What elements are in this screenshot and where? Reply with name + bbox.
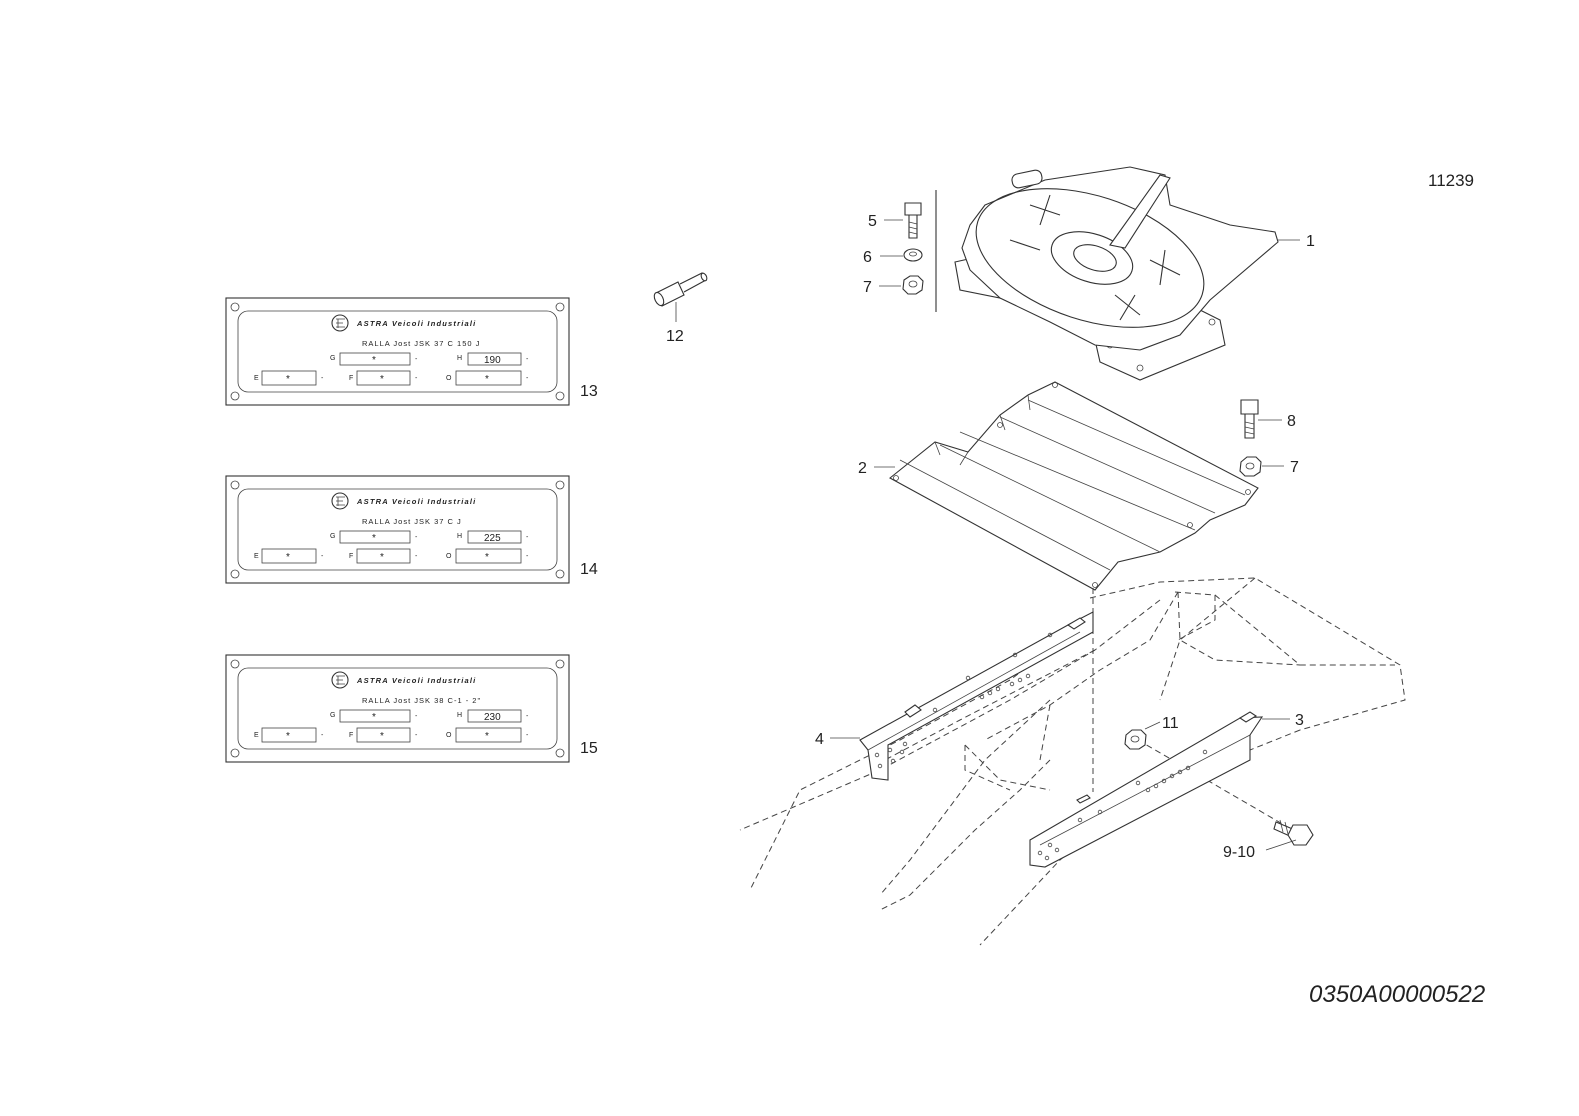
plate-g-label: G	[330, 533, 335, 540]
plate-dash: -	[526, 375, 529, 382]
plate-f-value: *	[380, 731, 384, 742]
id-plate-15: ASTRA Veicoli Industriali RALLA Jost JSK…	[225, 654, 570, 763]
plate-dash: -	[526, 534, 529, 541]
callout-7b: 7	[1290, 459, 1299, 476]
plate-dash: -	[321, 553, 324, 560]
plate-model: RALLA Jost JSK 37 C J	[362, 517, 462, 526]
plate-h-value: 230	[484, 712, 501, 723]
plate-dash: -	[415, 553, 418, 560]
plate-dash: -	[526, 713, 529, 720]
plate-model: RALLA Jost JSK 38 C-1 - 2"	[362, 696, 481, 705]
plate-h-label: H	[457, 533, 462, 540]
plate-o-label: O	[446, 553, 452, 560]
plate-h-value: 190	[484, 355, 501, 366]
plate-dash: -	[415, 713, 418, 720]
plate-g-label: G	[330, 712, 335, 719]
callout-13: 13	[580, 383, 598, 400]
plate-brand: ASTRA Veicoli Industriali	[356, 497, 476, 506]
callout-5: 5	[868, 213, 877, 230]
nut-part-7	[879, 275, 924, 295]
plate-o-label: O	[446, 375, 452, 382]
plate-f-value: *	[380, 552, 384, 563]
plate-e-value: *	[286, 731, 290, 742]
astra-logo-icon	[331, 671, 349, 689]
plate-g-value: *	[372, 355, 376, 366]
plate-model: RALLA Jost JSK 37 C 150 J	[362, 339, 480, 348]
bolt-part-9-10	[1265, 819, 1314, 851]
plate-f-label: F	[349, 732, 353, 739]
nut-part-11	[1124, 721, 1161, 750]
plate-dash: -	[321, 732, 324, 739]
id-plate-13: ASTRA Veicoli Industriali RALLA Jost JSK…	[225, 297, 570, 406]
callout-4: 4	[815, 731, 824, 748]
astra-logo-icon	[331, 314, 349, 332]
callout-8: 8	[1287, 413, 1296, 430]
nut-part-7b	[1239, 456, 1284, 477]
bracket-part-3	[1029, 711, 1290, 868]
plate-brand: ASTRA Veicoli Industriali	[356, 676, 476, 685]
plate-dash: -	[321, 375, 324, 382]
plate-e-value: *	[286, 374, 290, 385]
plate-dash: -	[415, 534, 418, 541]
mounting-plate-part-2	[874, 381, 1259, 591]
plate-dash: -	[526, 553, 529, 560]
drawing-number: 11239	[1428, 171, 1474, 190]
fifth-wheel-part-1	[935, 166, 1300, 381]
id-plate-14: ASTRA Veicoli Industriali RALLA Jost JSK…	[225, 475, 570, 584]
plate-f-label: F	[349, 375, 353, 382]
document-code: 0350A00000522	[1309, 981, 1485, 1008]
plate-f-value: *	[380, 374, 384, 385]
washer-part-6	[880, 248, 923, 262]
callout-6: 6	[863, 249, 872, 266]
callout-3: 3	[1295, 712, 1304, 729]
bolt-part-8	[1240, 399, 1282, 439]
plate-o-value: *	[485, 731, 489, 742]
plate-dash: -	[415, 356, 418, 363]
callout-11: 11	[1162, 715, 1179, 732]
plate-o-value: *	[485, 552, 489, 563]
bolt-part-5	[884, 202, 922, 239]
plate-o-value: *	[485, 374, 489, 385]
bracket-part-4	[830, 611, 1094, 781]
callout-14: 14	[580, 561, 598, 578]
callout-2: 2	[858, 460, 867, 477]
astra-logo-icon	[331, 492, 349, 510]
callout-1: 1	[1306, 233, 1315, 250]
plate-brand: ASTRA Veicoli Industriali	[356, 319, 476, 328]
plate-e-label: E	[254, 553, 259, 560]
plate-dash: -	[415, 732, 418, 739]
plate-dash: -	[526, 732, 529, 739]
chassis-frame-outline	[739, 577, 1406, 946]
plate-g-label: G	[330, 355, 335, 362]
plate-g-value: *	[372, 712, 376, 723]
plate-dash: -	[526, 356, 529, 363]
plate-h-value: 225	[484, 533, 501, 544]
plate-e-value: *	[286, 552, 290, 563]
callout-9-10: 9-10	[1223, 844, 1255, 861]
plate-g-value: *	[372, 533, 376, 544]
plate-h-label: H	[457, 355, 462, 362]
pin-part-12	[653, 272, 708, 322]
callout-15: 15	[580, 740, 598, 757]
plate-e-label: E	[254, 375, 259, 382]
plate-h-label: H	[457, 712, 462, 719]
callout-12: 12	[666, 328, 684, 345]
callout-7: 7	[863, 279, 872, 296]
plate-o-label: O	[446, 732, 452, 739]
plate-dash: -	[415, 375, 418, 382]
plate-f-label: F	[349, 553, 353, 560]
plate-e-label: E	[254, 732, 259, 739]
